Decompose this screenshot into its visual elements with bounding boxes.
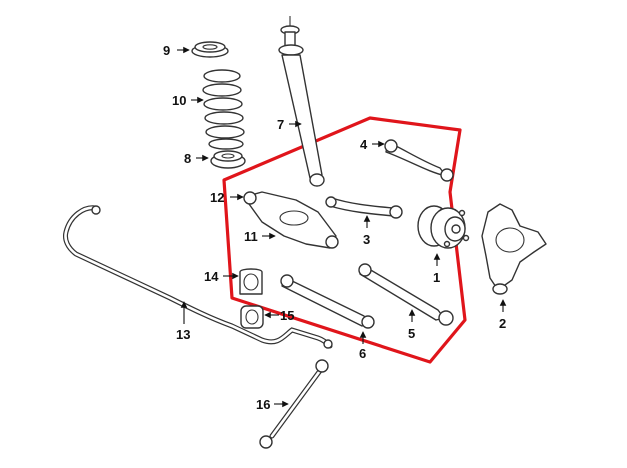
coil-spring	[202, 69, 245, 150]
stabilizer-bracket	[239, 268, 263, 295]
spring-lower-isolator	[210, 150, 246, 169]
knuckle	[481, 203, 547, 295]
callout-12: 12	[210, 190, 224, 205]
callout-8: 8	[184, 151, 191, 166]
shock-absorber	[278, 16, 325, 187]
callout-7: 7	[277, 117, 284, 132]
callout-13: 13	[176, 327, 190, 342]
lateral-link	[280, 274, 375, 329]
callout-1: 1	[433, 270, 440, 285]
callout-11: 11	[244, 229, 258, 244]
lower-control-arm	[243, 191, 339, 249]
hub-bearing	[417, 205, 470, 249]
callout-16: 16	[256, 397, 270, 412]
stabilizer-bushing	[240, 305, 264, 329]
callout-9: 9	[163, 43, 170, 58]
callout-3: 3	[363, 232, 370, 247]
highlight-outline	[222, 116, 467, 364]
spring-upper-isolator	[191, 41, 229, 58]
callout-10: 10	[172, 93, 186, 108]
callout-15: 15	[280, 308, 294, 323]
upper-control-arm	[384, 139, 454, 182]
callout-4: 4	[360, 137, 368, 152]
trailing-link	[358, 263, 454, 326]
callout-14: 14	[204, 269, 219, 284]
callout-2: 2	[499, 316, 506, 331]
toe-link	[325, 196, 403, 219]
callout-6: 6	[359, 346, 366, 361]
callout-5: 5	[408, 326, 415, 341]
stabilizer-link	[259, 359, 329, 449]
stabilizer-bar	[63, 205, 333, 349]
